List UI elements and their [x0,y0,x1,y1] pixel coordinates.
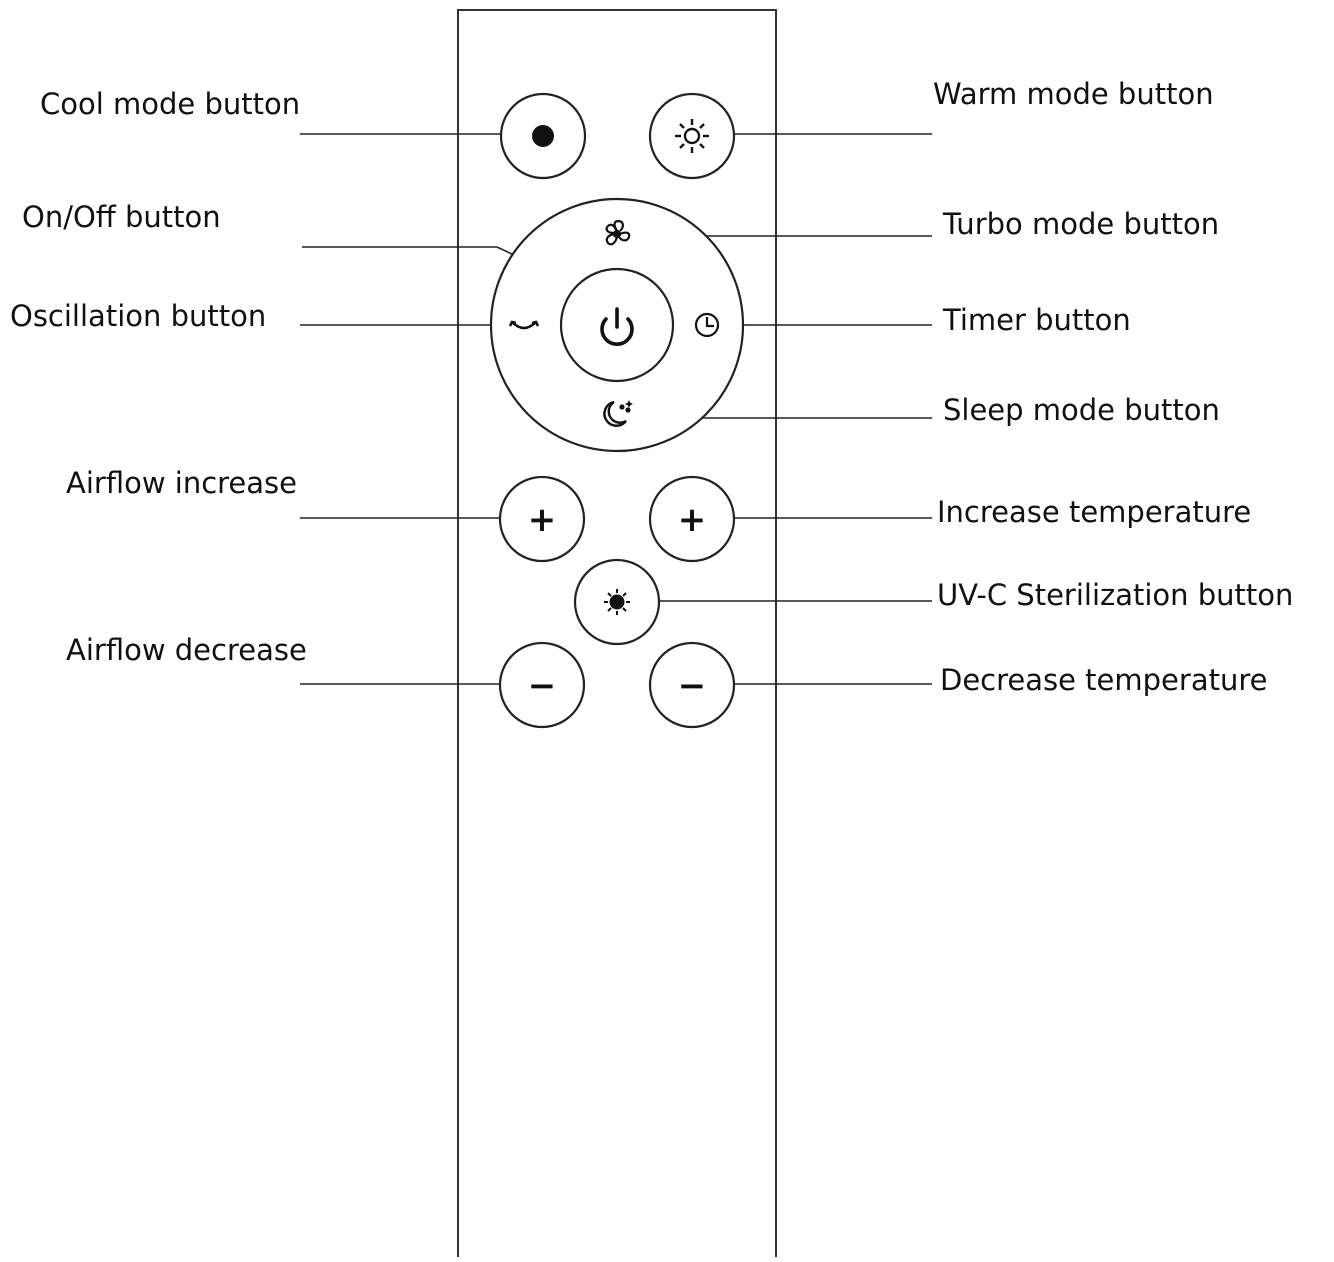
airflow-increase-label: Airflow increase [66,466,297,500]
uvc-sterilization-label: UV-C Sterilization button [937,578,1293,612]
leader-lines [300,133,932,685]
cool-mode-button[interactable] [499,92,587,180]
on-off-label: On/Off button [22,200,221,234]
airflow-decrease-symbol: − [528,666,557,706]
airflow-decrease-button[interactable]: − [498,641,586,729]
decrease-temperature-button[interactable]: − [648,641,736,729]
decrease-temperature-symbol: − [678,666,707,706]
turbo-mode-label: Turbo mode button [942,207,1219,241]
uv-sun-icon [604,589,630,615]
power-icon [600,307,634,346]
decrease-temperature-label: Decrease temperature [940,663,1267,697]
clock-icon [694,312,720,338]
uvc-sterilization-button[interactable] [573,558,661,646]
airflow-increase-symbol: + [528,500,557,540]
timer-label: Timer button [942,303,1131,337]
increase-temperature-label: Increase temperature [937,495,1251,529]
fan-icon [605,219,631,246]
warm-mode-label: Warm mode button [933,77,1214,111]
cool-mode-label: Cool mode button [40,87,300,121]
sleep-mode-button[interactable] [597,396,633,432]
turbo-mode-button[interactable] [599,216,635,252]
timer-button[interactable] [689,307,725,343]
airflow-decrease-label: Airflow decrease [66,633,307,667]
increase-temperature-symbol: + [678,500,707,540]
sun-icon [675,119,709,153]
labels: Cool mode button Warm mode button On/Off… [10,77,1293,697]
sleep-mode-label: Sleep mode button [943,393,1220,427]
moon-stars-icon [603,400,633,427]
increase-temperature-button[interactable]: + [648,475,736,563]
oscillation-button[interactable] [506,307,542,343]
oscillation-label: Oscillation button [10,299,266,333]
on-off-button[interactable] [559,267,675,383]
oscillation-arrow-icon [508,320,540,330]
warm-mode-button[interactable] [648,92,736,180]
airflow-increase-button[interactable]: + [498,475,586,563]
filled-circle-icon [532,125,554,147]
